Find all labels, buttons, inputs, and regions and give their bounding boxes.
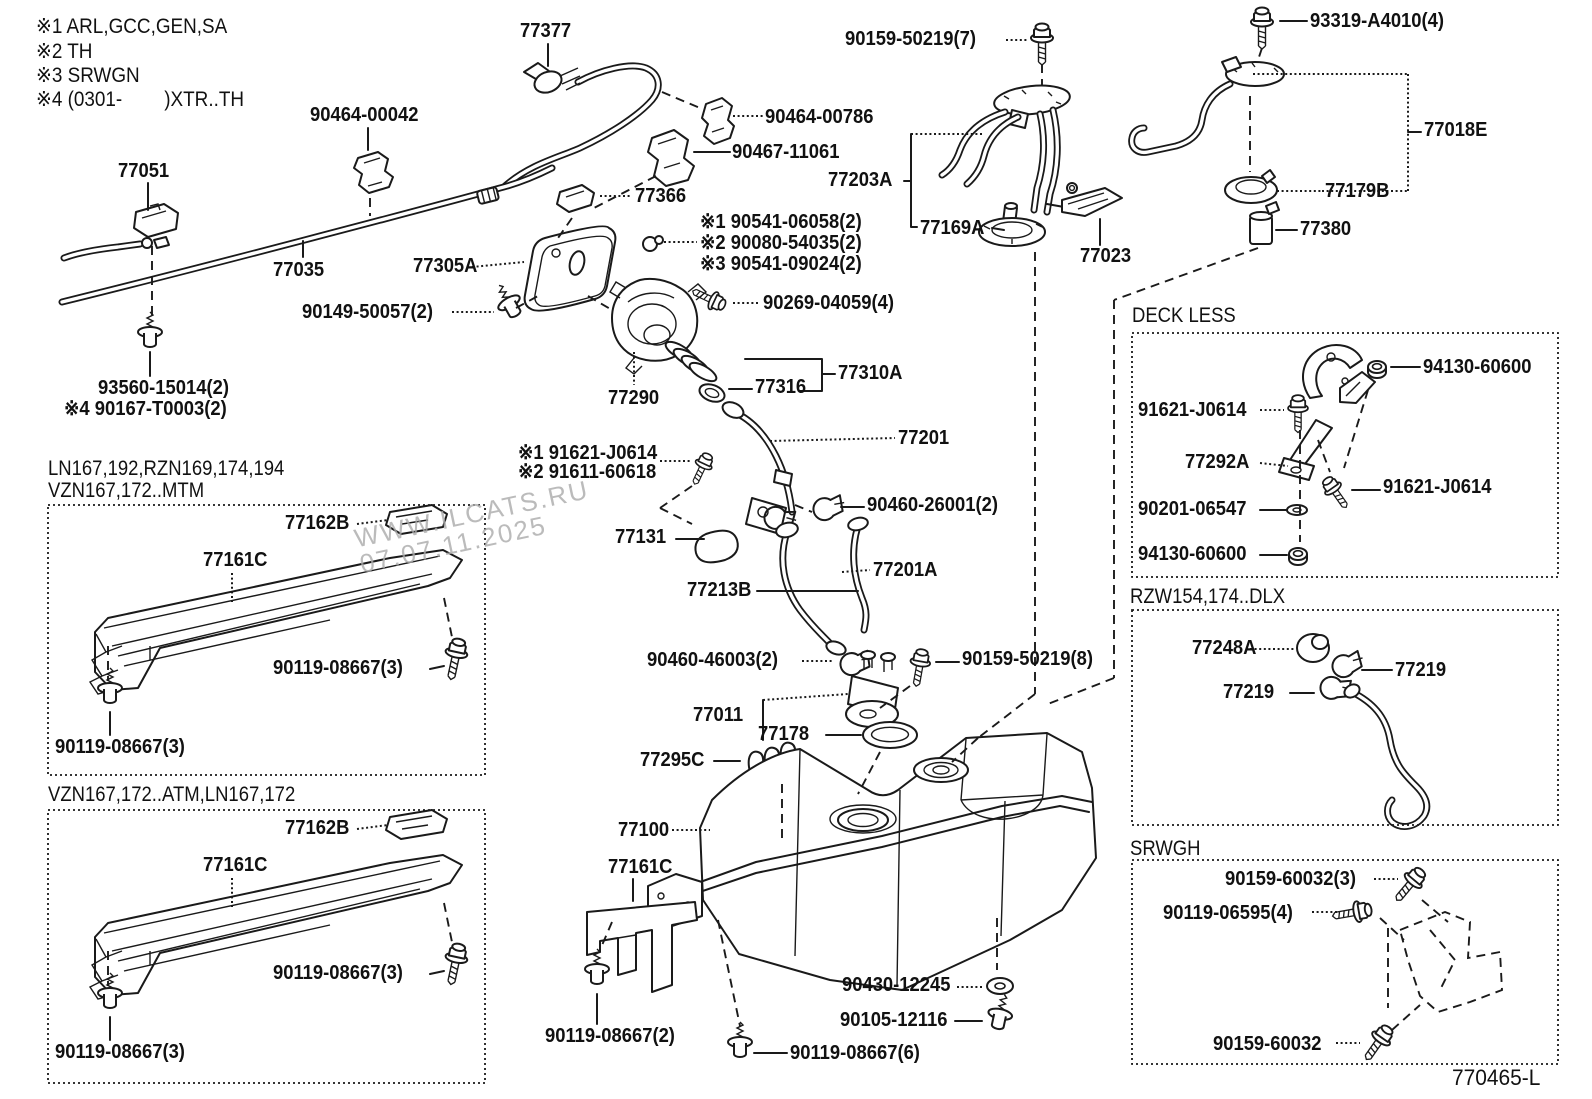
part-77162b-2: 77162B bbox=[285, 817, 350, 839]
leader-lines bbox=[147, 20, 1422, 1054]
part-91621-j0614-dl: 91621-J0614 bbox=[1138, 399, 1247, 421]
part-77310a: 77310A bbox=[838, 362, 903, 384]
part-93319-a4010: 93319-A4010(4) bbox=[1310, 10, 1445, 32]
part-90430-12245: 90430-12245 bbox=[842, 974, 951, 996]
part-90541-09024: ※3 90541-09024(2) bbox=[700, 253, 862, 275]
assembly-dashed-links bbox=[151, 47, 1369, 1027]
fuel-check-valve bbox=[523, 62, 581, 94]
section-boxes bbox=[47, 332, 1559, 1084]
part-90159-60032: 90159-60032 bbox=[1213, 1033, 1322, 1055]
part-90167-t0003: ※4 90167-T0003(2) bbox=[64, 398, 227, 420]
part-77179b: 77179B bbox=[1325, 180, 1390, 202]
part-77161c-2: 77161C bbox=[203, 854, 268, 876]
part-90119-08667-3b2: 90119-08667(3) bbox=[55, 1041, 185, 1063]
part-90119-08667-3r1: 90119-08667(3) bbox=[273, 657, 403, 679]
part-90159-50219-8: 90159-50219(8) bbox=[962, 648, 1093, 670]
page-code: 770465-L bbox=[1452, 1065, 1541, 1090]
bellows-hose bbox=[664, 340, 718, 383]
tank-vent-pipes bbox=[938, 22, 1123, 247]
part-90464-00786: 90464-00786 bbox=[765, 106, 874, 128]
hdr-deckless: DECK LESS bbox=[1132, 304, 1236, 327]
part-77305a: 77305A bbox=[413, 255, 478, 277]
part-77295c: 77295C bbox=[640, 749, 705, 771]
srwgh-parts bbox=[1329, 862, 1503, 1067]
part-90460-46003: 90460-46003(2) bbox=[647, 649, 778, 671]
part-77161c-tank: 77161C bbox=[608, 856, 673, 878]
part-90080-54035: ※2 90080-54035(2) bbox=[700, 232, 862, 254]
bottom-hardware bbox=[584, 901, 1018, 1058]
part-77248a: 77248A bbox=[1192, 637, 1257, 659]
part-77201: 77201 bbox=[898, 427, 950, 449]
part-77169a: 77169A bbox=[920, 217, 985, 239]
part-90159-50219-7: 90159-50219(7) bbox=[845, 28, 976, 50]
part-91621-j0614-m: ※1 91621-J0614 bbox=[518, 442, 658, 464]
part-77292a: 77292A bbox=[1185, 451, 1250, 473]
part-90464-00042: 90464-00042 bbox=[310, 104, 419, 126]
part-90149-50057: 90149-50057(2) bbox=[302, 301, 433, 323]
part-77316: 77316 bbox=[755, 376, 807, 398]
breather-tube-assembly bbox=[58, 62, 735, 348]
part-90105-12116: 90105-12116 bbox=[840, 1009, 948, 1031]
part-90541-06058: ※1 90541-06058(2) bbox=[700, 211, 862, 233]
part-90119-08667-2: 90119-08667(2) bbox=[545, 1025, 675, 1047]
part-77023: 77023 bbox=[1080, 245, 1132, 267]
part-77219-l: 77219 bbox=[1223, 681, 1275, 703]
note-2: ※2 TH bbox=[36, 40, 93, 63]
part-90269-04059: 90269-04059(4) bbox=[763, 292, 894, 314]
part-77018e: 77018E bbox=[1424, 119, 1488, 141]
part-90159-60032-3: 90159-60032(3) bbox=[1225, 868, 1356, 890]
note-1: ※1 ARL,GCC,GEN,SA bbox=[36, 15, 228, 38]
part-90460-26001: 90460-26001(2) bbox=[867, 494, 998, 516]
hdr-box2: VZN167,172..ATM,LN167,172 bbox=[48, 783, 296, 806]
part-77035: 77035 bbox=[273, 259, 325, 281]
part-77366: 77366 bbox=[635, 185, 687, 207]
part-77161c-1: 77161C bbox=[203, 549, 268, 571]
hdr-box1-line1: LN167,192,RZN169,174,194 bbox=[48, 457, 285, 480]
part-91611-60618: ※2 91611-60618 bbox=[518, 461, 657, 483]
part-90119-08667-3b1: 90119-08667(3) bbox=[55, 736, 185, 758]
box1-border bbox=[47, 504, 486, 776]
part-77131: 77131 bbox=[615, 526, 667, 548]
part-77201a: 77201A bbox=[873, 559, 938, 581]
srwgh-border bbox=[1131, 859, 1559, 1065]
part-77380: 77380 bbox=[1300, 218, 1352, 240]
part-90467-11061: 90467-11061 bbox=[732, 141, 840, 163]
part-77213b: 77213B bbox=[687, 579, 752, 601]
part-77100: 77100 bbox=[618, 819, 670, 841]
part-94130-60600-b: 94130-60600 bbox=[1138, 543, 1247, 565]
note-3: ※3 SRWGN bbox=[36, 64, 140, 87]
note-4: ※4 (0301- )XTR..TH bbox=[36, 88, 245, 111]
part-77377: 77377 bbox=[520, 20, 572, 42]
part-77203a: 77203A bbox=[828, 169, 893, 191]
part-91621-j0614-dr: 91621-J0614 bbox=[1383, 476, 1492, 498]
skid-plate-box2 bbox=[90, 810, 470, 1040]
hdr-srwgh: SRWGH bbox=[1130, 837, 1201, 860]
part-77290: 77290 bbox=[608, 387, 660, 409]
part-93560-15014: 93560-15014(2) bbox=[98, 377, 229, 399]
part-90201-06547: 90201-06547 bbox=[1138, 498, 1247, 520]
part-77162b-1: 77162B bbox=[285, 512, 350, 534]
part-77178: 77178 bbox=[758, 723, 810, 745]
suction-tube-assembly bbox=[1128, 6, 1285, 245]
hdr-rzw: RZW154,174..DLX bbox=[1130, 585, 1286, 608]
rzw-parts bbox=[1296, 633, 1431, 831]
part-90119-08667-6: 90119-08667(6) bbox=[790, 1042, 920, 1064]
part-77219-r: 77219 bbox=[1395, 659, 1447, 681]
deck-less-parts bbox=[1278, 344, 1387, 566]
hdr-box1-line2: VZN167,172..MTM bbox=[48, 479, 205, 502]
part-77011: 77011 bbox=[693, 704, 744, 726]
part-90119-08667-3r2: 90119-08667(3) bbox=[273, 962, 403, 984]
fuel-tank bbox=[647, 732, 1097, 991]
part-77051: 77051 bbox=[118, 160, 170, 182]
part-90119-06595: 90119-06595(4) bbox=[1163, 902, 1293, 924]
part-94130-60600-t: 94130-60600 bbox=[1423, 356, 1532, 378]
